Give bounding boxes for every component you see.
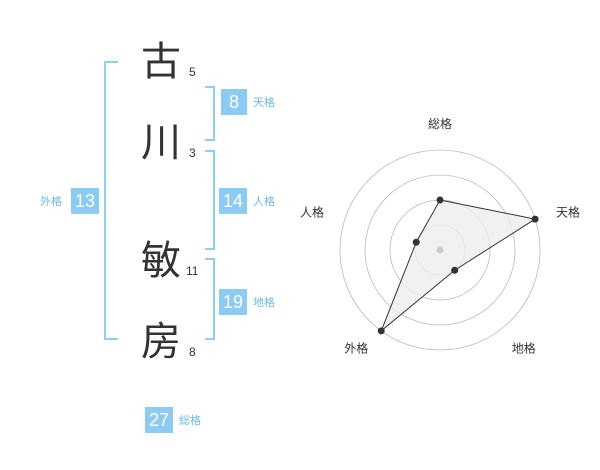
radar-axis-label-5: 人格: [300, 204, 324, 219]
name-char-2: 川: [141, 120, 181, 166]
soukaku-label: 総格: [179, 414, 201, 427]
chikaku-bracket: [205, 258, 215, 340]
chikaku-score-badge: 19: [219, 289, 247, 315]
radar-series-polygon: [380, 199, 537, 332]
stroke-count-2: 3: [189, 146, 196, 160]
gaikaku-bracket: [104, 61, 118, 340]
name-char-1: 古: [141, 39, 181, 85]
radar-point-1: [436, 196, 444, 204]
radar-axis-label-4: 外格: [344, 341, 368, 356]
tenkaku-bracket: [205, 86, 215, 141]
name-char-3: 敏: [141, 238, 181, 284]
radar-point-2: [531, 215, 539, 223]
radar-ring-3: [364, 174, 516, 326]
tenkaku-label: 天格: [253, 96, 275, 109]
jinkaku-score-badge: 14: [219, 188, 247, 214]
gaikaku-score-badge: 13: [71, 188, 99, 214]
stroke-count-3: 11: [186, 264, 199, 278]
radar-center-dot: [436, 246, 444, 254]
radar-axis-label-2: 天格: [556, 204, 580, 219]
radar-ring-4: [339, 149, 541, 351]
chikaku-label: 地格: [253, 296, 275, 309]
radar-axis-label-3: 地格: [512, 341, 536, 356]
gaikaku-label: 外格: [40, 195, 62, 208]
jinkaku-bracket: [205, 150, 215, 250]
stroke-count-4: 8: [189, 345, 196, 359]
radar-point-4: [377, 327, 385, 335]
jinkaku-label: 人格: [253, 195, 275, 208]
stroke-count-1: 5: [189, 65, 196, 79]
soukaku-score-badge: 27: [145, 407, 173, 433]
radar-axis-label-1: 総格: [428, 116, 452, 131]
name-char-4: 房: [141, 319, 181, 365]
radar-point-3: [451, 266, 459, 274]
radar-point-5: [412, 238, 420, 246]
tenkaku-score-badge: 8: [221, 89, 247, 115]
